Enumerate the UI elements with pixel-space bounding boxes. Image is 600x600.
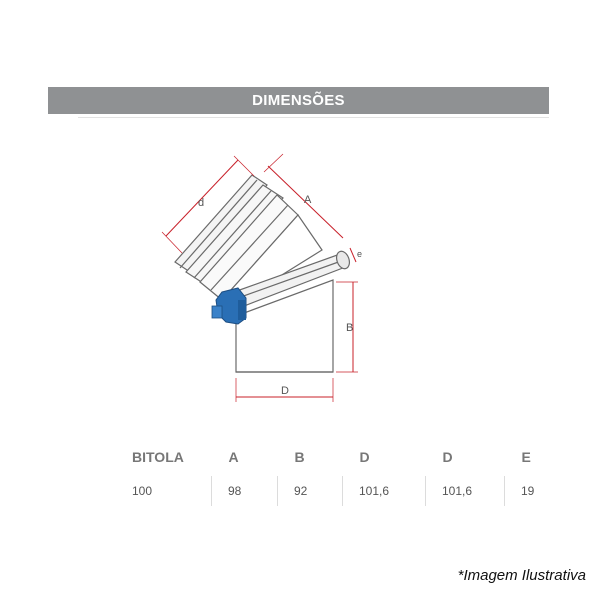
technical-drawing: d A e B D	[161, 153, 362, 402]
col-b: B	[294, 449, 305, 465]
label-B: B	[346, 322, 353, 334]
footnote: *Imagem Ilustrativa	[457, 567, 586, 584]
cell-a: 98	[211, 476, 278, 506]
col-e: E	[521, 449, 531, 465]
cell-d2: 101,6	[425, 476, 505, 506]
elbow-upper-segment	[174, 174, 323, 301]
cell-e: 19	[504, 476, 572, 506]
cell-b: 92	[277, 476, 343, 506]
section-title: DIMENSÕES	[252, 92, 345, 109]
table-header-row: BITOLA A B D D E	[124, 448, 572, 476]
dimension-lines	[161, 153, 358, 402]
cell-bitola: 100	[132, 484, 153, 498]
table-row: 100 98 92 101,6 101,6 19	[124, 476, 572, 506]
dimensions-table: BITOLA A B D D E 100 98 92 101,6 101,6 1…	[124, 448, 572, 506]
label-d: d	[198, 197, 204, 209]
section-header: DIMENSÕES	[48, 87, 549, 114]
elbow-lower-segment	[235, 279, 334, 373]
col-bitola: BITOLA	[132, 449, 184, 465]
header-divider	[78, 117, 549, 118]
label-D: D	[281, 385, 289, 397]
label-A: A	[304, 194, 312, 206]
cell-d1: 101,6	[342, 476, 426, 506]
collar-band	[233, 250, 351, 307]
label-e: e	[357, 249, 362, 259]
col-d2: D	[442, 449, 453, 465]
col-a: A	[228, 449, 239, 465]
clamp-icon	[211, 287, 247, 325]
col-d1: D	[359, 449, 370, 465]
